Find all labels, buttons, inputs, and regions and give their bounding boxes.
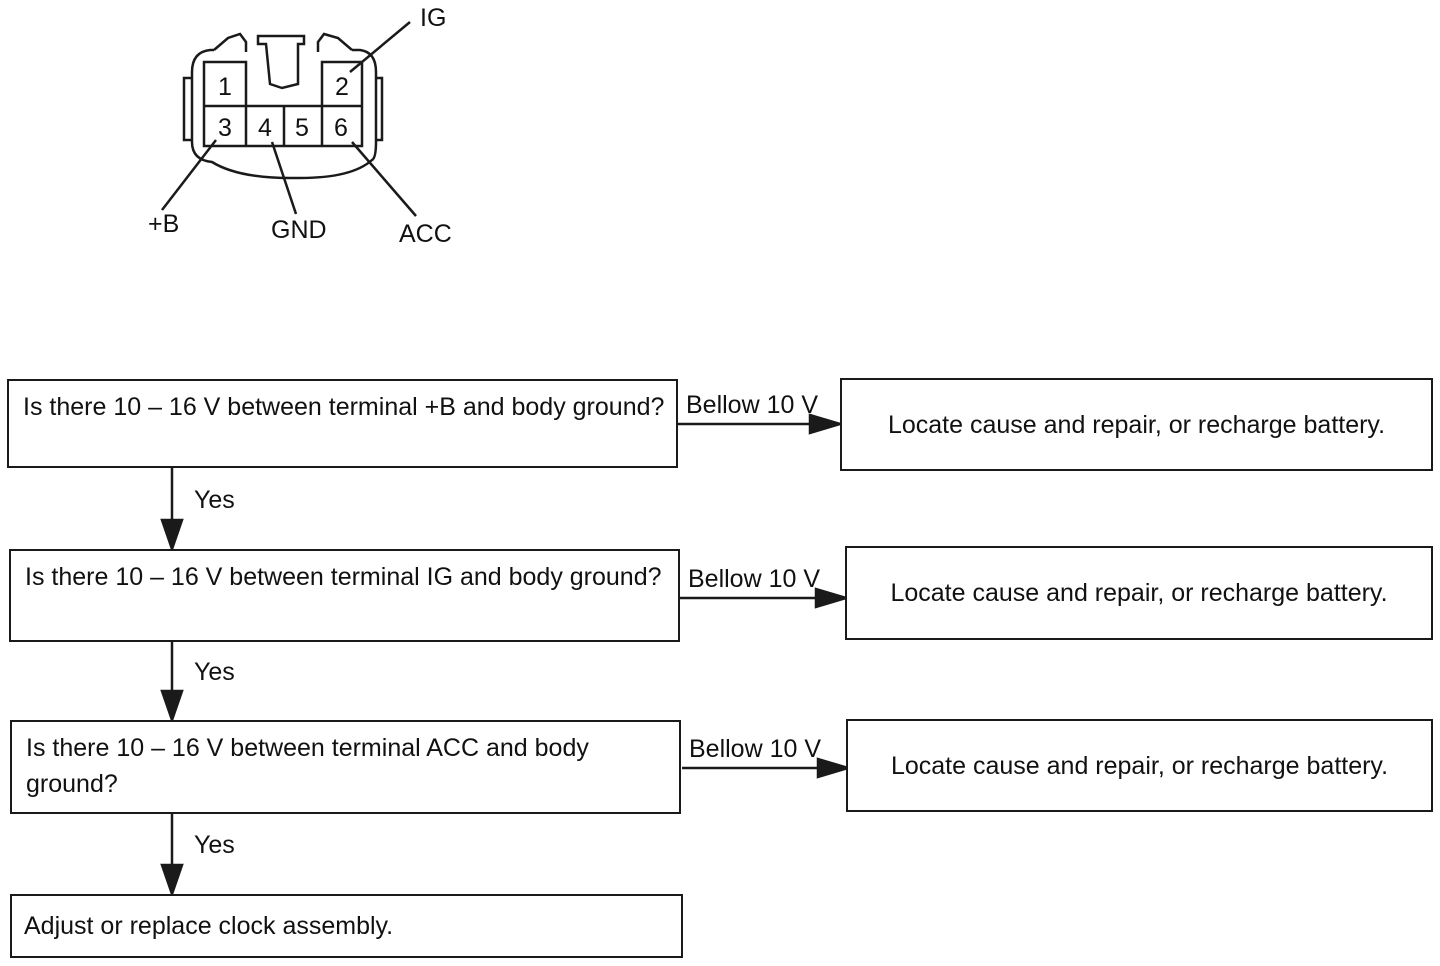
gnd-label: GND: [271, 216, 327, 244]
arrow-head-right: [816, 757, 853, 779]
pin-1: 1: [218, 73, 232, 101]
action-text: Locate cause and repair, or recharge bat…: [890, 751, 1389, 780]
acc-leader-line: [351, 141, 417, 217]
action-text: Locate cause and repair, or recharge bat…: [890, 579, 1388, 607]
question-box-b: Is there 10 – 16 V between terminal +B a…: [7, 379, 678, 468]
b-plus-label: +B: [148, 210, 180, 238]
connector-right-tab: [376, 76, 384, 142]
connector-housing: [190, 48, 378, 180]
gnd-leader-line: [270, 141, 298, 215]
pin-3: 3: [218, 114, 232, 142]
connector-left-tab: [182, 76, 192, 142]
action-text: Locate cause and repair, or recharge bat…: [887, 410, 1386, 439]
arrow-head-down: [160, 518, 184, 553]
yes-label-3: Yes: [194, 831, 235, 859]
connector-latch: [256, 34, 306, 90]
final-action-box: Adjust or replace clock assembly.: [10, 894, 683, 958]
b-leader-line: [161, 139, 217, 211]
question-box-ig: Is there 10 – 16 V between terminal IG a…: [9, 549, 680, 642]
yes-label-1: Yes: [194, 486, 235, 514]
ig-leader-line: [349, 21, 411, 73]
arrow-head-right: [814, 587, 851, 609]
arrow-head-right: [808, 413, 845, 435]
pin-4: 4: [258, 114, 272, 142]
pin-2: 2: [335, 73, 349, 101]
question-text: Is there 10 – 16 V between terminal ACC …: [26, 734, 589, 798]
terminal-block: [202, 60, 364, 148]
arrow-head-down: [160, 689, 184, 724]
action-box-2: Locate cause and repair, or recharge bat…: [845, 546, 1433, 640]
arrow-head-down: [160, 863, 184, 898]
yes-label-2: Yes: [194, 658, 235, 686]
bellow-label-3: Bellow 10 V: [689, 735, 822, 763]
bellow-label-2: Bellow 10 V: [688, 565, 821, 593]
final-action-text: Adjust or replace clock assembly.: [24, 912, 394, 940]
ig-label: IG: [420, 4, 447, 32]
question-text: Is there 10 – 16 V between terminal IG a…: [25, 563, 662, 591]
acc-label: ACC: [399, 220, 452, 248]
connector-left-bump: [213, 32, 248, 52]
action-box-3: Locate cause and repair, or recharge bat…: [846, 719, 1433, 812]
action-box-1: Locate cause and repair, or recharge bat…: [840, 378, 1433, 471]
bellow-label-1: Bellow 10 V: [686, 391, 819, 419]
pin-6: 6: [334, 114, 348, 142]
question-box-acc: Is there 10 – 16 V between terminal ACC …: [10, 720, 681, 814]
question-text: Is there 10 – 16 V between terminal +B a…: [23, 393, 665, 421]
connector-right-bump: [316, 32, 353, 52]
pin-5: 5: [295, 114, 309, 142]
